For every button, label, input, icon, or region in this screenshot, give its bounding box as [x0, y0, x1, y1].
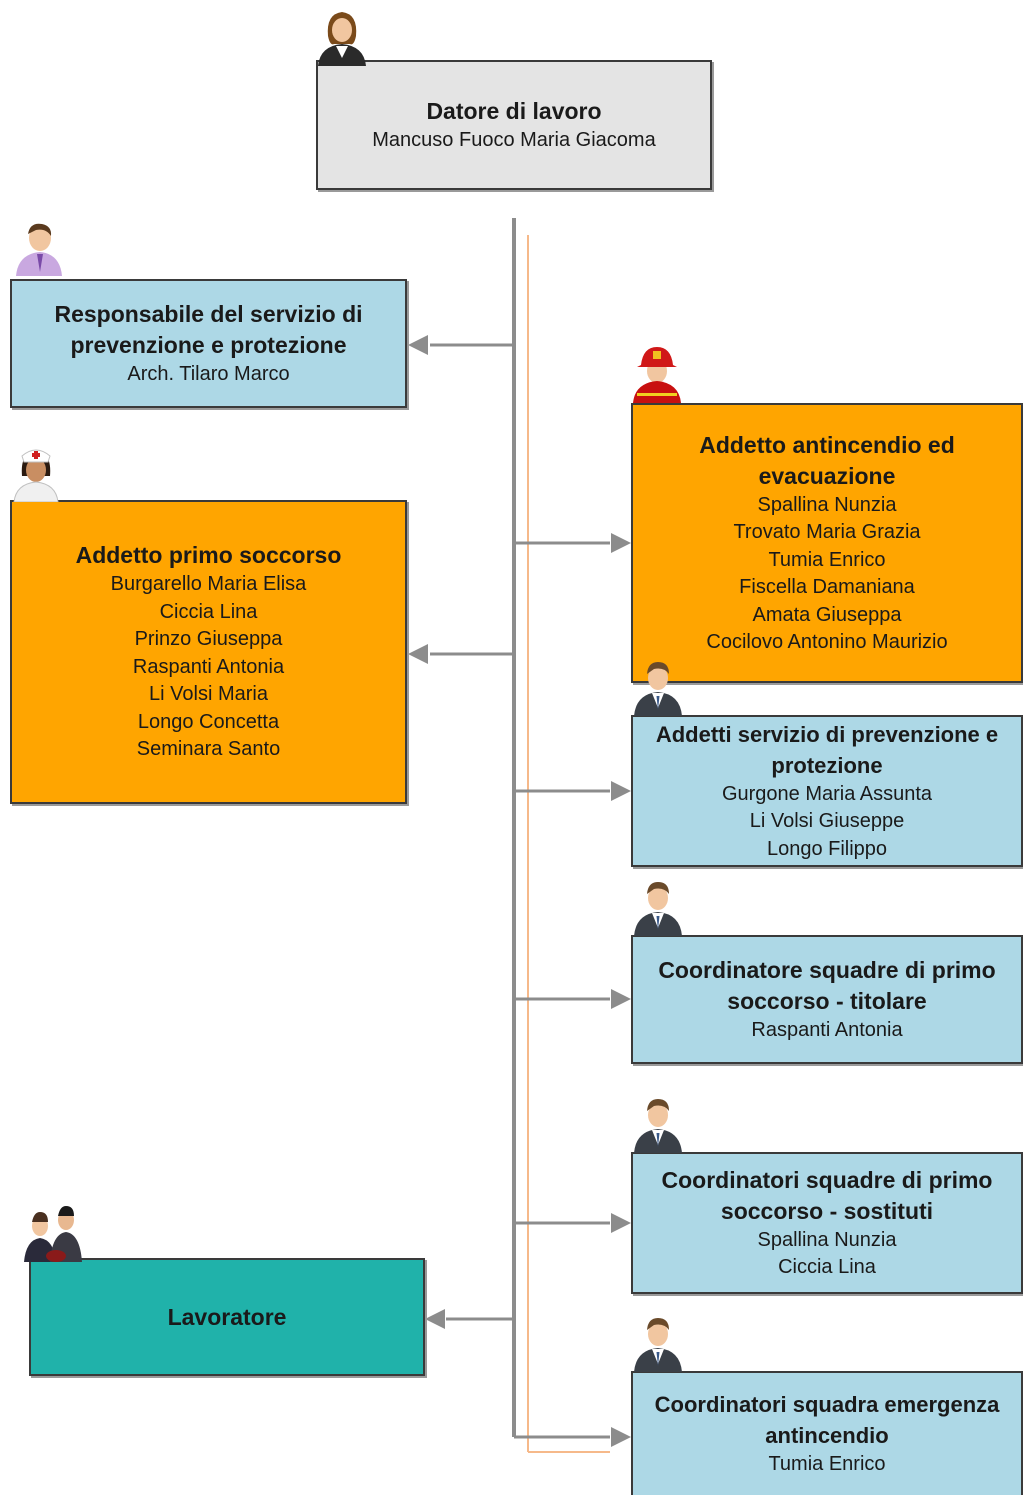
node-addetti-spp: Addetti servizio di prevenzione e protez…: [631, 715, 1023, 867]
node-person: Longo Concetta: [137, 710, 280, 733]
connector-to-primo-soccorso: [408, 644, 514, 664]
node-lavoratore: Lavoratore: [29, 1258, 425, 1376]
node-person: Seminara Santo: [136, 738, 281, 761]
connector-to-coord-titolare: [514, 989, 631, 1009]
node-person: Ciccia Lina: [778, 1256, 876, 1278]
node-person: Li Volsi Maria: [149, 683, 268, 706]
businessman-purple-shirt-icon: [10, 216, 66, 276]
workers-group-icon: [22, 1204, 86, 1264]
businessman-icon: [630, 876, 686, 936]
node-person: Spallina Nunzia: [757, 1228, 897, 1251]
node-addetto-antincendio: Addetto antincendio ed evacuazione Spall…: [631, 403, 1023, 683]
node-addetto-primo-soccorso: Addetto primo soccorso Burgarello Maria …: [10, 500, 407, 804]
nurse-icon: [8, 442, 64, 502]
node-person: Ciccia Lina: [159, 600, 258, 623]
connector-to-coord-sostituti: [514, 1213, 631, 1233]
node-title: Lavoratore: [167, 1303, 287, 1330]
node-person: Tumia Enrico: [768, 1453, 886, 1476]
node-title: Datore di lavoro: [426, 97, 602, 124]
node-person: Li Volsi Giuseppe: [749, 810, 905, 833]
businessman-icon: [630, 1312, 686, 1372]
firefighter-icon: [629, 343, 685, 403]
node-title: Addetto antincendio ed evacuazione: [699, 431, 955, 489]
node-title: Coordinatore squadre di primo soccorso -…: [658, 956, 996, 1014]
node-person: Longo Filippo: [766, 837, 888, 860]
node-title: Coordinatori squadre di primo soccorso -…: [661, 1166, 993, 1224]
connector-to-coord-emergenza: [514, 1427, 631, 1447]
node-person: Fiscella Damaniana: [739, 576, 915, 598]
node-person: Mancuso Fuoco Maria Giacoma: [372, 128, 656, 151]
node-person: Tumia Enrico: [768, 548, 886, 571]
node-person: Arch. Tilaro Marco: [127, 362, 290, 385]
node-person: Raspanti Antonia: [751, 1018, 903, 1041]
connector-to-lavoratore: [425, 1309, 514, 1329]
node-coordinatori-emergenza: Coordinatori squadra emergenza antincend…: [631, 1371, 1023, 1495]
node-datore-di-lavoro: Datore di lavoro Mancuso Fuoco Maria Gia…: [316, 60, 712, 190]
businesswoman-icon: [314, 6, 370, 66]
node-title: Addetto primo soccorso: [75, 542, 342, 569]
node-person: Amata Giuseppa: [752, 603, 902, 626]
businessman-icon: [630, 656, 686, 716]
node-person: Cocilovo Antonino Maurizio: [706, 631, 948, 653]
node-person: Raspanti Antonia: [132, 655, 285, 678]
node-person: Burgarello Maria Elisa: [110, 573, 307, 596]
connector-to-rspp: [408, 335, 514, 355]
connector-to-antincendio: [514, 533, 631, 553]
node-person: Trovato Maria Grazia: [733, 521, 921, 543]
node-person: Gurgone Maria Assunta: [721, 782, 933, 805]
businessman-icon: [630, 1093, 686, 1153]
node-coordinatore-titolare: Coordinatore squadre di primo soccorso -…: [631, 935, 1023, 1064]
node-title: Addetti servizio di prevenzione e protez…: [655, 721, 999, 778]
connector-to-aspp: [514, 781, 631, 801]
node-title: Coordinatori squadra emergenza antincend…: [654, 1392, 1000, 1449]
node-rspp: Responsabile del servizio di prevenzione…: [10, 279, 407, 408]
node-title: Responsabile del servizio di prevenzione…: [54, 300, 363, 358]
node-coordinatori-sostituti: Coordinatori squadre di primo soccorso -…: [631, 1152, 1023, 1294]
node-person: Prinzo Giuseppa: [134, 628, 283, 651]
node-person: Spallina Nunzia: [757, 493, 897, 516]
